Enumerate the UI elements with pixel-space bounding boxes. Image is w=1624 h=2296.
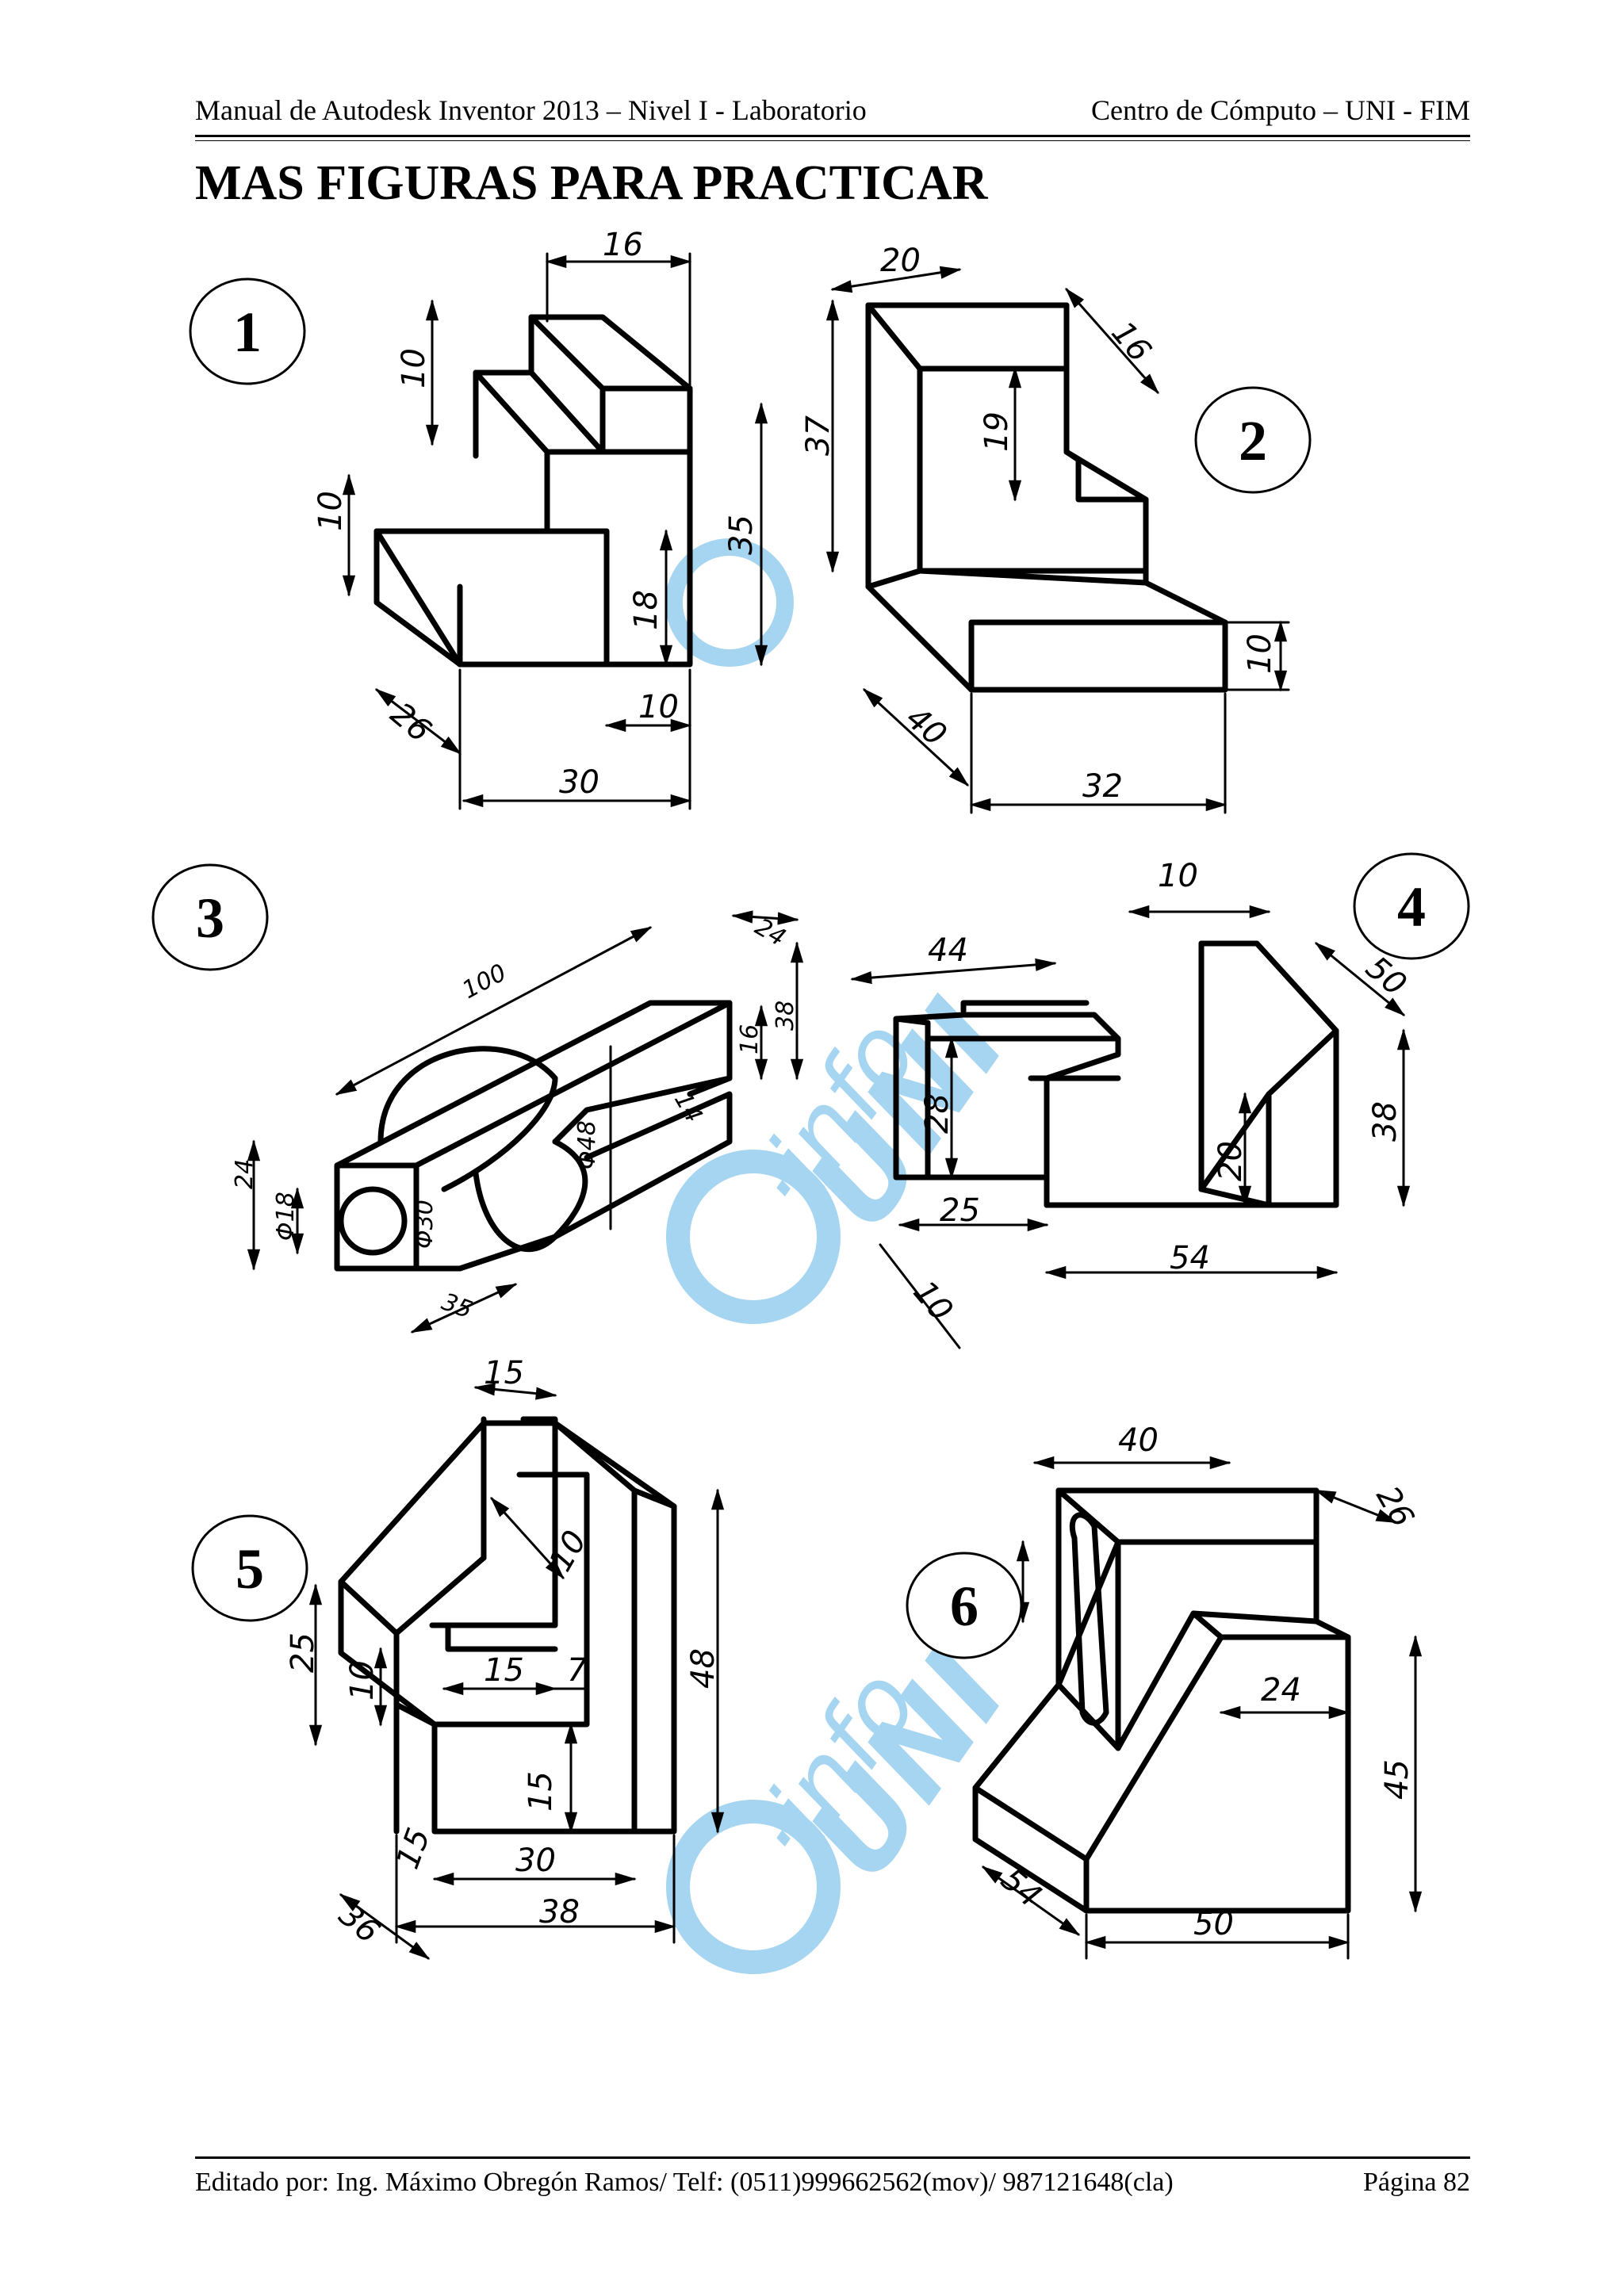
dim-label: 10	[638, 689, 679, 725]
figure-5-drawing	[338, 1416, 677, 1835]
figure-6-drawing	[972, 1487, 1351, 1914]
dim-label: 24	[1261, 1672, 1301, 1709]
page-header: Manual de Autodesk Inventor 2013 – Nivel…	[195, 94, 1470, 143]
figure-1-number: 1	[233, 300, 262, 364]
dim-label: 16	[1104, 315, 1158, 369]
figure-2-number: 2	[1239, 409, 1267, 473]
figure-4-badge: 4	[1353, 852, 1470, 960]
page-title: MAS FIGURAS PARA PRACTICAR	[195, 156, 988, 210]
footer-editor-info: Editado por: Ing. Máximo Obregón Ramos/ …	[195, 2168, 1174, 2197]
dim-label: 10	[906, 1274, 959, 1329]
dim-label: 37	[800, 415, 837, 456]
dim-label: 10	[396, 348, 432, 388]
dim-label: 35	[438, 1288, 476, 1325]
figure-3-dimensions	[247, 910, 804, 1334]
figure-1-dimensions	[342, 252, 768, 810]
figure-3-number: 3	[196, 886, 224, 950]
page-number: Página 82	[1362, 2168, 1470, 2197]
header-institution: Centro de Cómputo – UNI - FIM	[1091, 94, 1470, 126]
figure-4-dimensions	[850, 905, 1411, 1349]
dim-label: 18	[628, 590, 665, 630]
dim-label: 54	[1170, 1240, 1210, 1276]
dim-label: 19	[979, 411, 1015, 452]
figure-5-number: 5	[236, 1537, 264, 1601]
dim-label: 15	[523, 1771, 559, 1812]
header-manual-title: Manual de Autodesk Inventor 2013 – Nivel…	[195, 94, 867, 126]
dim-label: 100	[458, 959, 511, 1004]
dim-label: 7	[567, 1652, 588, 1689]
dim-label: 25	[285, 1632, 321, 1673]
figure-6-badge: 6	[906, 1552, 1023, 1659]
figure-5-dimensions	[308, 1383, 725, 1960]
dim-label: 20	[880, 243, 921, 279]
dim-label: 35	[723, 515, 760, 555]
dim-label: Φ48	[573, 1120, 601, 1169]
dim-label: 10	[1242, 633, 1278, 674]
dim-label: 28	[919, 1093, 956, 1134]
figure-2-dimensions	[825, 266, 1290, 814]
dim-label: 45	[1379, 1759, 1415, 1800]
figure-2-dim-labels: 20 16 37 19 10 40 32	[800, 243, 1278, 805]
dim-label: 20	[1212, 1141, 1249, 1181]
figure-5-badge: 5	[191, 1514, 308, 1622]
figure-3-badge: 3	[151, 863, 269, 971]
figure-4-number: 4	[1397, 875, 1426, 939]
figure-5-dim-labels: 15 10 25 10 15 7 48 15 15 30 36 38	[285, 1355, 722, 1950]
dim-label: 48	[685, 1648, 722, 1689]
figure-2-badge: 2	[1194, 386, 1312, 494]
figure-1-badge: 1	[189, 277, 306, 385]
dim-label: Φ30	[411, 1200, 439, 1249]
dim-label: 26	[1369, 1480, 1420, 1533]
dim-label: 40	[1118, 1422, 1159, 1459]
dim-label: 30	[559, 764, 599, 801]
figure-4-drawing	[893, 940, 1339, 1208]
dim-label: 24	[231, 1159, 259, 1189]
watermark-logo: ·info UNI ·info UNI	[665, 538, 1033, 1974]
figure-3-dim-labels: 100 24 38 16 14 Φ48 24 Φ18 Φ30 35	[231, 913, 799, 1325]
dim-label: 38	[772, 1001, 799, 1031]
dim-label: 44	[928, 932, 968, 969]
dim-label: 10	[312, 491, 349, 531]
dim-label: 25	[940, 1192, 980, 1229]
dim-label: 50	[1193, 1906, 1234, 1942]
figure-2-drawing	[865, 302, 1228, 693]
dim-label: 38	[1367, 1101, 1404, 1142]
figure-6-number: 6	[950, 1575, 979, 1638]
figure-6-dimensions	[981, 1456, 1423, 1960]
dim-label: 16	[736, 1024, 764, 1054]
dim-label: 15	[484, 1652, 524, 1689]
dim-label: 40	[899, 699, 954, 753]
dim-label: 26	[384, 695, 439, 749]
dim-label: 10	[344, 1660, 381, 1701]
dim-label: 30	[515, 1843, 556, 1879]
dim-label: 32	[1082, 768, 1123, 805]
header-rule	[195, 135, 1470, 137]
dim-label: 38	[539, 1894, 580, 1931]
dim-label: 36	[332, 1896, 387, 1950]
footer-rule	[195, 2156, 1470, 2159]
dim-label: Φ18	[272, 1192, 300, 1241]
dim-label: 15	[484, 1355, 524, 1391]
header-rule-thin	[195, 140, 1470, 141]
dim-label: 10	[1158, 858, 1198, 894]
dim-label: 16	[603, 227, 643, 263]
